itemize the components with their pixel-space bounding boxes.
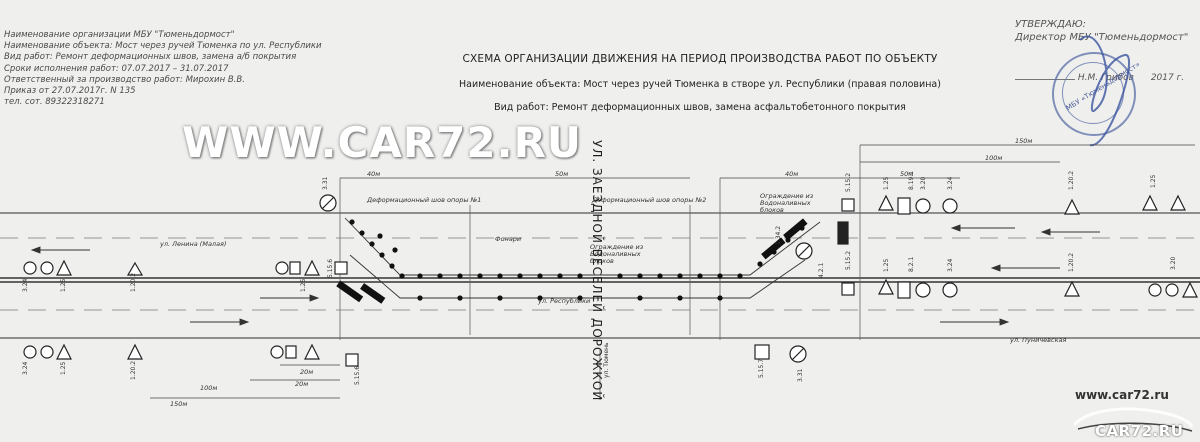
sign-code: 3.24 [947,176,954,190]
sign-code: 3.20 [1170,256,1177,270]
info-line: Вид работ: Ремонт деформационных швов, з… [4,52,297,63]
sign-code: 3.24 [947,258,954,272]
sign-code: 1.34.2 [775,225,782,245]
joint-label-2: Деформационный шов опоры №2 [592,196,707,204]
dimension-50m: 50м [900,170,914,178]
dimension-40m: 40м [785,170,799,178]
street-down-label: ул. Тюмень [603,342,610,378]
sign-code: 5.15.6 [354,365,361,385]
cone-dots [349,219,805,301]
dimension-150m: 150м [170,400,188,408]
speed-limit-sign [40,261,54,275]
fence-label-1: Ограждение из Водоналивных блоков [590,243,644,265]
dimension-40m: 40м [367,170,381,178]
sign-code: 3.20 [920,176,927,190]
car72-logo [1072,407,1194,432]
info-line: Сроки исполнения работ: 07.07.2017 – 31.… [4,63,229,74]
sign-code: 1.25 [1150,174,1157,188]
road-signs [23,194,1198,367]
info-line: Наименование организации МБУ "Тюменьдорм… [4,30,235,40]
object-name: Наименование объекта: Мост через ручей Т… [459,79,941,90]
sign-code: 5.15.2 [845,172,852,192]
sign-code: 1.20.2 [130,272,137,292]
approval-heading: УТВЕРЖДАЮ: [1015,19,1087,30]
sign-code: 3.31 [322,176,329,190]
street-side: ул. Пуничевская [1010,336,1067,344]
street-lenina: ул. Ленина (Малая) [160,240,227,248]
sign-code: 8.2.1 [908,256,915,272]
car72-logo-text: CAR72.RU [1095,422,1184,440]
info-line: Наименование объекта: Мост через ручей Т… [4,41,322,52]
watermark-small: www.car72.ru [1075,388,1169,402]
dimension-50m: 50м [555,170,569,178]
sign-code: 1.25 [883,258,890,272]
joint-label-1: Деформационный шов опоры №1 [367,196,482,204]
lamps-label: Фонари [495,235,522,243]
lane-info-sign [289,261,301,275]
organization-info: Наименование организации МБУ "Тюменьдорм… [4,30,322,108]
watermark-text: WWW.CAR72.RU [182,118,583,167]
sign-code: 1.25 [883,176,890,190]
dimension-100m: 100м [200,384,218,392]
dimension-20m: 20м [300,368,314,376]
sign-code: 5.15.7 [758,358,765,378]
sign-code: 1.25 [300,278,307,292]
roadworks-warning-sign [56,259,72,276]
street-respubliki: ул. Республики [538,297,591,305]
sign-code: 5.15.2 [845,250,852,270]
scheme-title-block: СХЕМА ОРГАНИЗАЦИИ ДВИЖЕНИЯ НА ПЕРИОД ПРО… [380,53,1020,113]
speed-limit-sign [23,261,37,275]
work-type: Вид работ: Ремонт деформационных швов, з… [494,102,906,113]
sign-code: 8.19.1 [908,170,915,190]
vertical-street-label: УЛ. ЗАЕЗДНОЙ ВЕСЕЛЕЙ ДОРОЖКОЙ [590,140,604,402]
sign-code: 1.25 [60,361,67,375]
fence-label-2: Ограждение из Водоналивных блоков [760,192,814,214]
narrowing-road-sign [126,261,144,276]
sign-code: 3.24 [22,278,29,292]
scheme-title: СХЕМА ОРГАНИЗАЦИИ ДВИЖЕНИЯ НА ПЕРИОД ПРО… [462,53,938,65]
info-line: Приказ от 27.07.2017г. N 135 [4,86,136,97]
info-line: тел. сот. 89322318271 [4,97,105,108]
info-line: Ответственный за производство работ: Мир… [4,74,245,85]
sign-code: 3.31 [797,368,804,382]
sign-code: 5.15.6 [327,258,334,278]
sign-code: 4.2.1 [818,262,825,278]
sign-code: 1.20.2 [130,360,137,380]
dimension-150m: 150м [1015,137,1033,145]
sign-code: 3.24 [22,361,29,375]
sign-code: 1.25 [60,278,67,292]
dimension-100m: 100м [985,154,1003,162]
sign-code: 1.20.2 [1068,170,1075,190]
approval-year: 2017 г. [1150,73,1185,83]
barrier-segments [336,218,808,304]
dimension-20m: 20м [295,380,309,388]
sign-code: 1.20.2 [1068,252,1075,272]
